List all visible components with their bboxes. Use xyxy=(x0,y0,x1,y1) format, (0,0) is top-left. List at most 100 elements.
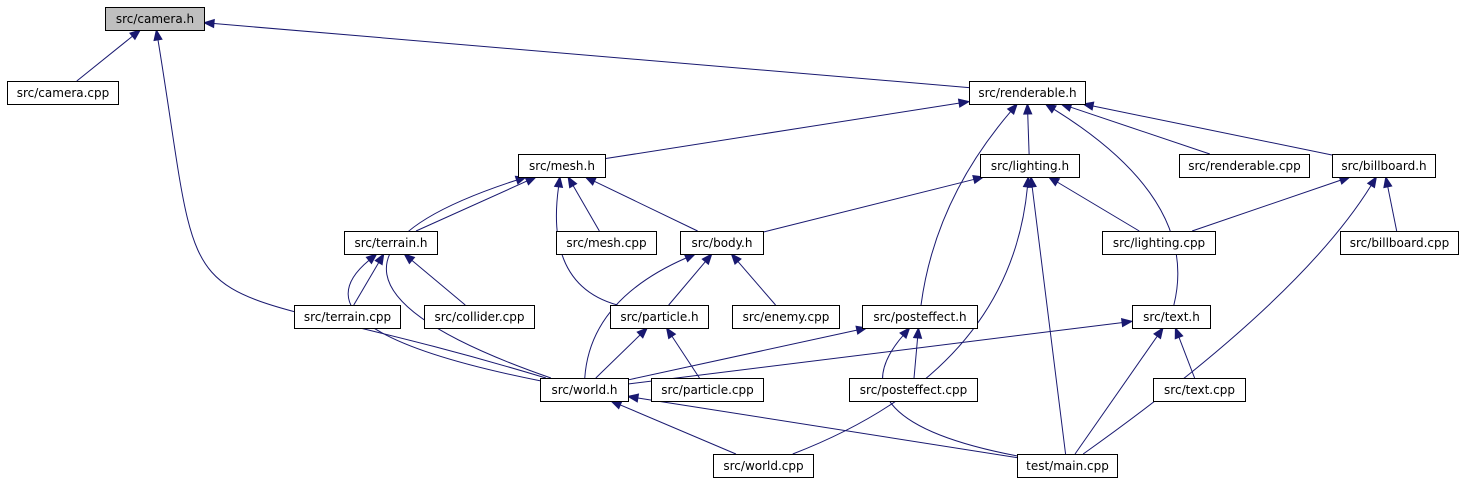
edge-world_cpp-to-lighting_h xyxy=(792,186,1028,455)
arrowhead-posteffect_cpp-to-posteffect_h xyxy=(912,326,923,339)
edge-world_cpp-to-world_h xyxy=(620,404,737,455)
node-box xyxy=(980,154,1080,178)
node-label: src/mesh.cpp xyxy=(566,236,646,250)
edge-camera_cpp-to-camera_h xyxy=(76,35,133,82)
node-posteffect-h[interactable]: src/posteffect.h xyxy=(862,305,978,329)
edge-main_cpp-to-text_h xyxy=(1074,335,1158,455)
node-label: src/renderable.h xyxy=(978,86,1076,100)
node-posteffect-cpp[interactable]: src/posteffect.cpp xyxy=(849,378,978,402)
edge-world_h-to-particle_h xyxy=(595,334,641,379)
node-label: src/renderable.cpp xyxy=(1188,159,1301,173)
edge-main_cpp-to-billboard_h xyxy=(1082,185,1372,455)
arrowhead-particle_h-to-mesh_h xyxy=(553,175,564,189)
arrowhead-main_cpp-to-world_h xyxy=(626,393,640,403)
node-label: src/billboard.cpp xyxy=(1350,236,1449,250)
arrowhead-world_h-to-body_h xyxy=(683,253,697,263)
arrowhead-mesh_cpp-to-mesh_h xyxy=(567,175,578,189)
node-label: src/text.h xyxy=(1143,310,1200,324)
node-box xyxy=(1017,454,1118,478)
arrowhead-posteffect_h-to-renderable_h xyxy=(1006,102,1019,116)
node-terrain-h[interactable]: src/terrain.h xyxy=(344,231,438,255)
node-text-h[interactable]: src/text.h xyxy=(1132,305,1211,329)
node-enemy-cpp[interactable]: src/enemy.cpp xyxy=(732,305,840,329)
node-box xyxy=(7,81,119,105)
node-label: src/camera.cpp xyxy=(17,86,110,100)
node-box xyxy=(680,231,764,255)
arrowhead-main_cpp-to-lighting_h xyxy=(1027,175,1037,189)
arrowhead-world_cpp-to-world_h xyxy=(609,400,623,410)
node-billboard-cpp[interactable]: src/billboard.cpp xyxy=(1340,231,1459,255)
node-box xyxy=(424,305,535,329)
arrowhead-particle_h-to-body_h xyxy=(701,252,713,266)
arrowhead-main_cpp-to-billboard_h xyxy=(1366,175,1378,189)
edge-lighting_h-to-renderable_h xyxy=(1027,113,1030,155)
arrowhead-collider_cpp-to-terrain_h xyxy=(403,253,416,265)
node-collider-cpp[interactable]: src/collider.cpp xyxy=(424,305,535,329)
edge-renderable_cpp-to-renderable_h xyxy=(1070,106,1210,155)
arrowhead-lighting_cpp-to-lighting_h xyxy=(1047,176,1061,187)
node-box xyxy=(651,378,764,402)
edge-text_h-to-renderable_h xyxy=(1053,108,1179,306)
edge-enemy_cpp-to-body_h xyxy=(737,261,776,306)
node-label: src/collider.cpp xyxy=(435,310,525,324)
node-particle-h[interactable]: src/particle.h xyxy=(610,305,709,329)
edge-world_h-to-text_h xyxy=(627,322,1123,385)
arrowhead-text_cpp-to-text_h xyxy=(1174,326,1184,340)
node-main-cpp[interactable]: test/main.cpp xyxy=(1017,454,1118,478)
node-world-h[interactable]: src/world.h xyxy=(540,378,629,402)
edge-particle_h-to-body_h xyxy=(668,261,706,306)
node-box xyxy=(344,231,438,255)
arrowhead-world_h-to-text_h xyxy=(1120,317,1134,328)
node-box xyxy=(1340,231,1459,255)
node-label: test/main.cpp xyxy=(1026,459,1109,473)
edge-lighting_cpp-to-billboard_h xyxy=(1191,179,1341,232)
node-lighting-cpp[interactable]: src/lighting.cpp xyxy=(1102,231,1216,255)
node-box xyxy=(1153,378,1246,402)
node-label: src/lighting.h xyxy=(991,159,1069,173)
node-label: src/lighting.cpp xyxy=(1113,236,1205,250)
node-box xyxy=(1332,154,1436,178)
edge-collider_cpp-to-terrain_h xyxy=(411,260,466,306)
node-mesh-cpp[interactable]: src/mesh.cpp xyxy=(556,231,657,255)
node-box xyxy=(969,81,1086,105)
node-box xyxy=(1102,231,1216,255)
node-world-cpp[interactable]: src/world.cpp xyxy=(713,454,814,478)
node-label: src/camera.h xyxy=(116,12,194,26)
arrowhead-camera_cpp-to-camera_h xyxy=(129,29,142,41)
edge-particle_h-to-mesh_h xyxy=(555,186,618,306)
edge-posteffect_cpp-to-posteffect_h xyxy=(913,337,919,379)
edge-posteffect_h-to-renderable_h xyxy=(920,111,1012,306)
arrowhead-world_h-to-particle_h xyxy=(636,327,649,339)
node-box xyxy=(294,305,401,329)
edge-billboard_cpp-to-billboard_h xyxy=(1387,186,1398,232)
node-label: src/body.h xyxy=(692,236,753,250)
edge-text_cpp-to-text_h xyxy=(1178,337,1196,379)
arrowhead-text_h-to-renderable_h xyxy=(1044,103,1057,114)
arrowhead-world_h-to-camera_h xyxy=(153,28,163,42)
node-body-h[interactable]: src/body.h xyxy=(680,231,764,255)
arrowhead-main_cpp-to-posteffect_h xyxy=(899,326,911,340)
node-mesh-h[interactable]: src/mesh.h xyxy=(518,154,606,178)
node-label: src/particle.cpp xyxy=(661,383,753,397)
node-lighting-h[interactable]: src/lighting.h xyxy=(980,154,1080,178)
node-box xyxy=(713,454,814,478)
node-box xyxy=(849,378,978,402)
node-renderable-cpp[interactable]: src/renderable.cpp xyxy=(1179,154,1310,178)
edge-renderable_h-to-camera_h xyxy=(213,23,970,89)
edge-billboard_h-to-renderable_h xyxy=(1092,105,1333,156)
edge-world_h-to-camera_h xyxy=(157,39,547,379)
node-box xyxy=(105,7,205,31)
node-billboard-h[interactable]: src/billboard.h xyxy=(1332,154,1436,178)
graph-edges xyxy=(76,18,1398,459)
node-camera-cpp[interactable]: src/camera.cpp xyxy=(7,81,119,105)
arrowhead-lighting_h-to-renderable_h xyxy=(1023,102,1033,115)
node-label: src/world.h xyxy=(551,383,617,397)
arrowhead-enemy_cpp-to-body_h xyxy=(730,252,742,266)
node-particle-cpp[interactable]: src/particle.cpp xyxy=(651,378,764,402)
edge-main_cpp-to-lighting_h xyxy=(1031,186,1067,455)
node-terrain-cpp[interactable]: src/terrain.cpp xyxy=(294,305,401,329)
node-text-cpp[interactable]: src/text.cpp xyxy=(1153,378,1246,402)
node-box xyxy=(1179,154,1310,178)
edge-main_cpp-to-world_h xyxy=(637,397,1018,459)
node-renderable-h[interactable]: src/renderable.h xyxy=(969,81,1086,105)
